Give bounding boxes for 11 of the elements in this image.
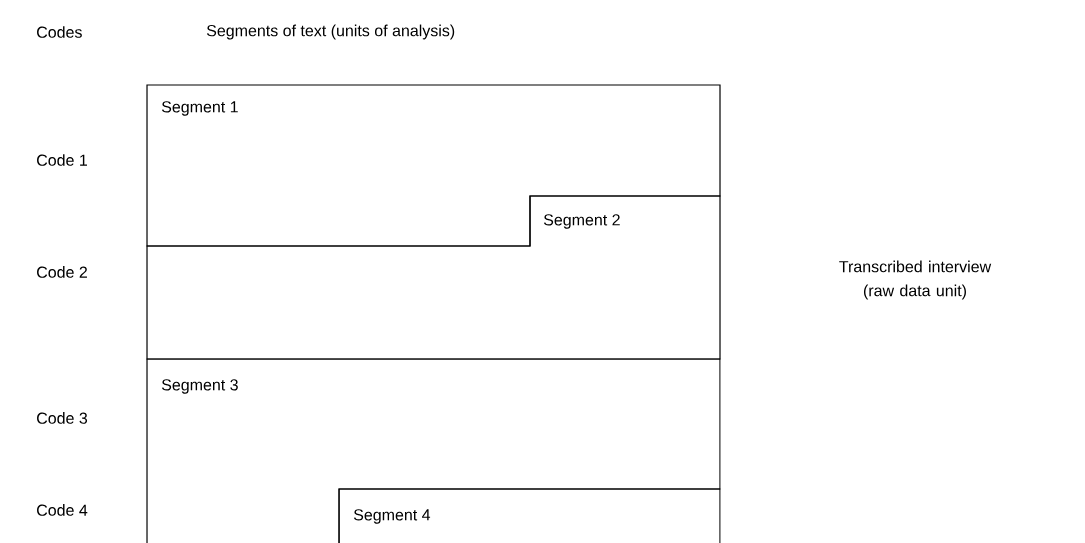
text-label: Code 2: [37, 266, 87, 278]
text-label: Transcribed interview (raw data unit): [839, 260, 992, 300]
segment-label: Segment 3: [161, 379, 238, 394]
text-label: Code 4: [37, 504, 88, 516]
text-label: Code 1: [37, 154, 87, 166]
segment-label: Segment 1: [161, 101, 238, 116]
text-label: Codes: [37, 26, 82, 38]
text-label: Code 3: [37, 412, 88, 424]
segment-label: Segment 4: [353, 509, 431, 524]
text-label: Segments of text (units of analysis): [206, 24, 455, 40]
segment-label: Segment 2: [543, 214, 620, 229]
